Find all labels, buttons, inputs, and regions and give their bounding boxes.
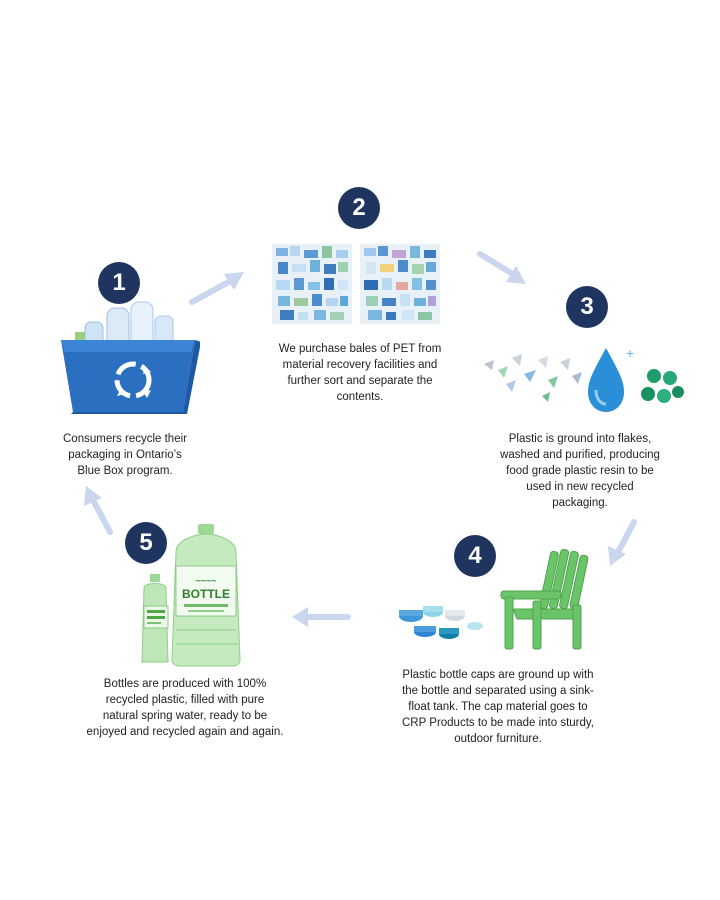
arrow-step4-to-step5: [292, 607, 351, 627]
step-4-caption-line: float tank. The cap material goes to: [408, 701, 588, 713]
step-3-caption-line: packaging.: [552, 497, 608, 509]
step-2-caption: We purchase bales of PET from material r…: [255, 341, 465, 405]
step-2-caption-line: contents.: [336, 391, 384, 403]
bottle-label-text: BOTTLE: [182, 587, 230, 601]
step-5-caption-line: recycled plastic, filled with pure: [105, 694, 265, 706]
step-3-caption-line: washed and purified, producing: [500, 449, 660, 461]
flakes-and-resin-illustration: +: [484, 345, 684, 412]
resin-pellets-icon: [641, 369, 684, 403]
step-3-badge: 3: [566, 286, 608, 328]
step-5-caption: Bottles are produced with 100% recycled …: [65, 676, 305, 740]
pet-bales-illustration: [272, 244, 440, 324]
step-5-caption-line: enjoyed and recycled again and again.: [86, 726, 284, 738]
recycled-water-bottles-illustration: ~~~~ BOTTLE: [141, 524, 241, 667]
step-3-caption-line: food grade plastic resin to be: [506, 465, 654, 477]
step-2-caption-line: material recovery facilities and: [282, 359, 438, 371]
arrow-step3-to-step4: [608, 519, 637, 566]
step-4-badge: 4: [454, 535, 496, 577]
step-2-caption-line: further sort and separate the: [287, 375, 433, 387]
blue-box-recycling-bin-illustration: [61, 301, 200, 414]
step-1-caption: Consumers recycle their packaging in Ont…: [40, 431, 210, 479]
step-5-caption-line: natural spring water, ready to be: [102, 710, 268, 722]
arrow-step5-to-step1: [84, 486, 113, 535]
step-3-caption-line: Plastic is ground into flakes,: [508, 433, 652, 445]
step-2-badge: 2: [338, 187, 380, 229]
step-4-caption-line: outdoor furniture.: [454, 733, 542, 745]
step-1-caption-line: Blue Box program.: [77, 465, 173, 477]
step-4-caption-line: Plastic bottle caps are ground up with: [402, 669, 594, 681]
small-bottle: [141, 574, 169, 663]
step-4-caption-line: the bottle and separated using a sink-: [402, 685, 594, 697]
step-5-caption-line: Bottles are produced with 100%: [103, 678, 267, 690]
step-3-caption: Plastic is ground into flakes, washed an…: [475, 431, 685, 511]
adirondack-chair-illustration: [500, 548, 589, 650]
large-water-jug: ~~~~ BOTTLE: [171, 524, 241, 667]
step-1-caption-line: packaging in Ontario’s: [68, 449, 182, 461]
arrow-step2-to-step3: [477, 251, 526, 284]
bottle-caps-illustration: [399, 606, 483, 639]
step-2-caption-line: We purchase bales of PET from: [278, 343, 442, 355]
step-3-caption-line: used in new recycled: [526, 481, 634, 493]
svg-text:~~~~: ~~~~: [195, 576, 216, 586]
step-4-caption-line: CRP Products to be made into sturdy,: [402, 717, 594, 729]
step-1-caption-line: Consumers recycle their: [63, 433, 187, 445]
recycle-icon: [114, 361, 152, 399]
step-5-badge: 5: [125, 522, 167, 564]
water-drop-icon: +: [588, 345, 634, 412]
arrow-step1-to-step2: [189, 272, 244, 305]
step-1-badge: 1: [98, 262, 140, 304]
step-4-caption: Plastic bottle caps are ground up with t…: [378, 667, 618, 747]
svg-text:+: +: [626, 345, 634, 361]
